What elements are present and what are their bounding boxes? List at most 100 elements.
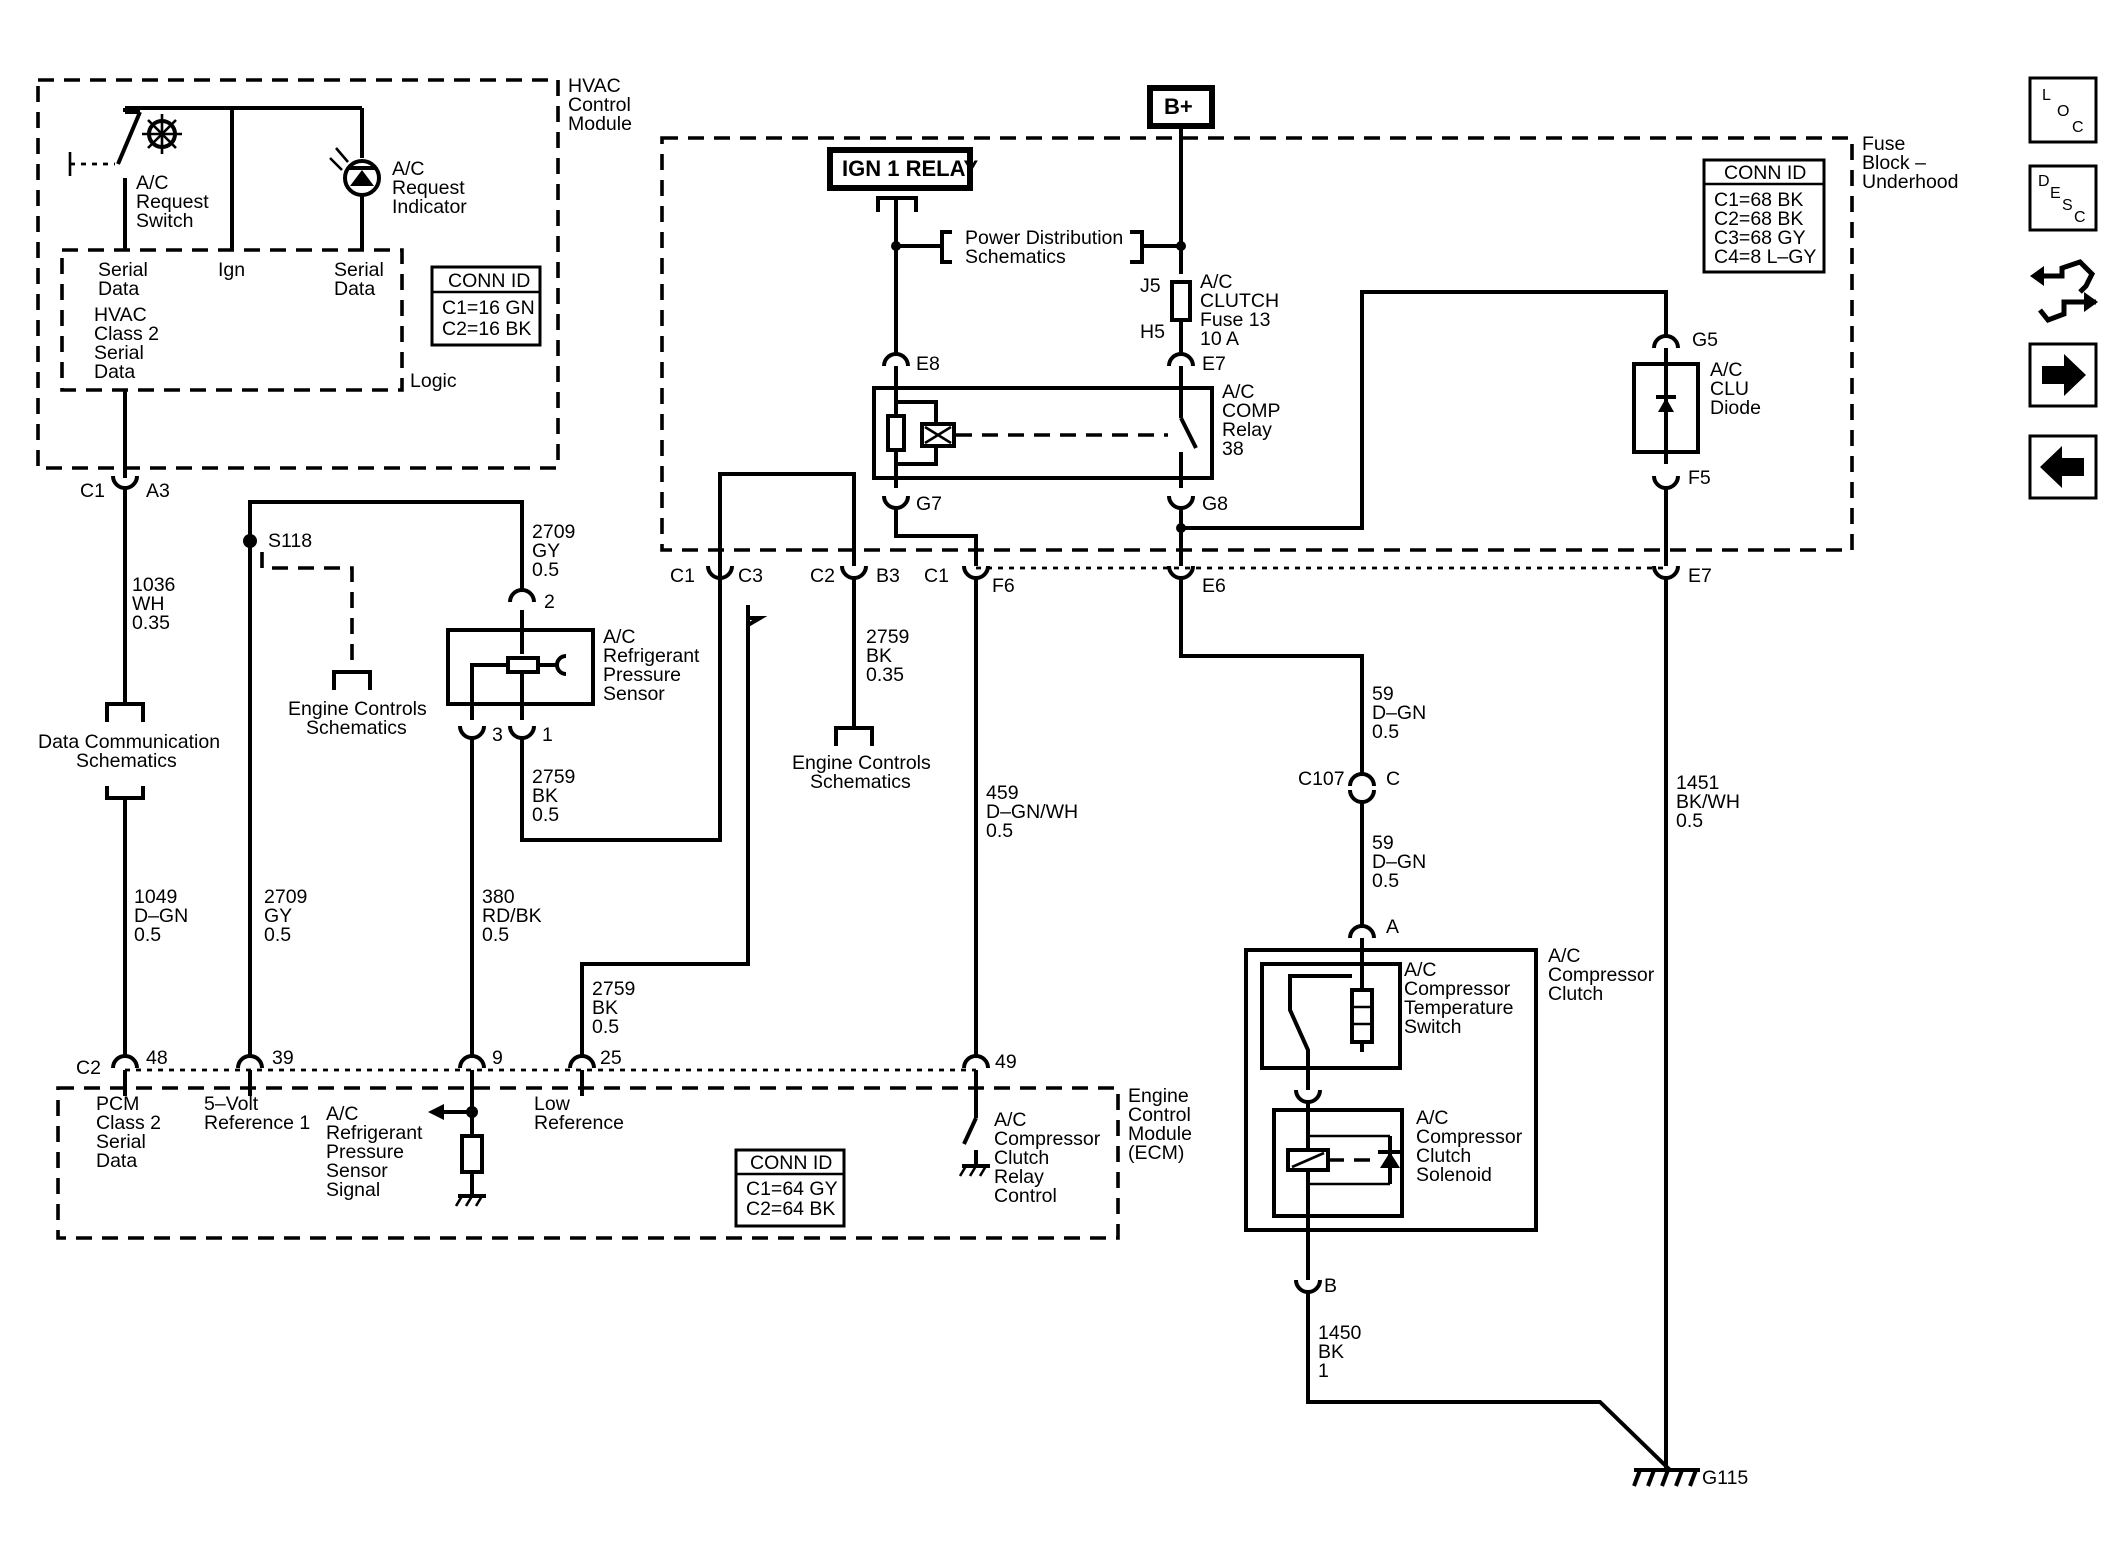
wire-2709-top-1: 2709 [532,521,575,543]
wire-2709-gy-3: 0.5 [264,924,291,946]
engine-controls-2b: Schematics [810,771,911,793]
nav-loc-o: O [2057,103,2069,120]
signal-label-2: Refrigerant [326,1122,423,1144]
ecm-pin-9: 9 [492,1047,503,1069]
fuse-label-4: 10 A [1200,328,1239,350]
diode-label-1: A/C [1710,359,1743,381]
power-dist-2: Schematics [965,246,1066,268]
nav-location-button[interactable]: L O C [2028,76,2098,144]
conn-c1-left: C1 [670,565,695,587]
wire-380-1: 380 [482,886,515,908]
ground-icon [454,1194,486,1207]
wire-59-b-1: 59 [1372,832,1394,854]
fuse-label-2: CLUTCH [1200,290,1279,312]
ecm-title-4: (ECM) [1128,1142,1184,1164]
clutch-relay-1: A/C [994,1109,1027,1131]
sensor-label-4: Sensor [603,683,665,705]
engine-controls-2a: Engine Controls [792,752,931,774]
wire-459-3: 0.5 [986,820,1013,842]
class2-label-2: Class 2 [94,323,159,345]
diode-label-2: CLU [1710,378,1749,400]
ecm-title-1: Engine [1128,1085,1189,1107]
wire-380-2: RD/BK [482,905,542,927]
pcm-label-1: PCM [96,1093,139,1115]
conn-e7: E7 [1688,565,1712,587]
sensor-label-3: Pressure [603,664,681,686]
wire-2709-gy-2: GY [264,905,292,927]
nav-description-button[interactable]: D E S C [2028,164,2098,232]
fuse-block-title-1: Fuse [1862,133,1905,155]
pcm-label-4: Data [96,1150,137,1172]
wire-59-b-2: D–GN [1372,851,1426,873]
next-arrow-icon[interactable] [2028,342,2098,408]
class2-label-3: Serial [94,342,144,364]
solenoid-1: A/C [1416,1107,1449,1129]
low-ref-2: Reference [534,1112,624,1134]
battery-label: B+ [1164,94,1193,119]
prev-arrow-icon[interactable] [2028,434,2098,500]
conn-c2: C2 [810,565,835,587]
wire-2759-b-3: 0.5 [592,1016,619,1038]
nav-desc-s: S [2062,197,2073,214]
wire-2759-c-1: 2759 [866,626,909,648]
nav-desc-d: D [2038,173,2050,190]
conn-c3: C3 [738,565,763,587]
conn-c107-pin: C [1386,768,1400,790]
conn-c1-mid: C1 [924,565,949,587]
temp-switch-1: A/C [1404,959,1437,981]
conn-a3: A3 [146,480,170,502]
ground-icon [958,1164,990,1177]
wire-2759-a-1: 2759 [532,766,575,788]
wire-1049-3: 0.5 [134,924,161,946]
fuse-j5: J5 [1140,275,1161,297]
class2-label-4: Data [94,361,135,383]
engine-controls-1b: Schematics [306,717,407,739]
wire-59-a-3: 0.5 [1372,721,1399,743]
pin-ign: Ign [218,259,245,281]
diode-label-3: Diode [1710,397,1761,419]
fuse-block-connectors: C1 C3 C2 B3 C1 F6 E6 E7 [670,472,1712,597]
temp-switch-4: Switch [1404,1016,1461,1038]
ecm-title-2: Control [1128,1104,1191,1126]
nav-loc-l: L [2042,87,2051,104]
pin-3: 3 [492,724,503,746]
fuse-block-title-2: Block – [1862,152,1926,174]
nav-desc-e: E [2050,185,2061,202]
pin-2: 2 [544,591,555,613]
fuse-block-title-3: Underhood [1862,171,1959,193]
wire-2759-c-3: 0.35 [866,664,904,686]
wire-2759-a-3: 0.5 [532,804,559,826]
wire-380-3: 0.5 [482,924,509,946]
pcm-label-3: Serial [96,1131,146,1153]
pin-serial-data-left-1: Serial [98,259,148,281]
conn-e7-top: E7 [1202,353,1226,375]
swap-icon[interactable] [2030,259,2098,323]
conn-e8: E8 [916,353,940,375]
ref-label-2: Reference 1 [204,1112,310,1134]
ecm-conn-c2: C2 [76,1057,101,1079]
ecm-conn-id: CONN ID C1=64 GY C2=64 BK [734,1148,846,1228]
indicator-label-3: Indicator [392,196,467,218]
pcm-label-2: Class 2 [96,1112,161,1134]
relay-label-4: 38 [1222,438,1244,460]
sensor-label-2: Refrigerant [603,645,700,667]
data-comm-1: Data Communication [38,731,220,753]
fuse-conn-row-2: C2=68 BK [1714,208,1803,230]
ecm-conn-row-1: C1=64 GY [746,1178,838,1200]
fuse-conn-id: CONN ID C1=68 BK C2=68 BK C3=68 GY C4=8 … [1702,158,1826,274]
ecm-title-3: Module [1128,1123,1192,1145]
wire-1450-2: BK [1318,1341,1344,1363]
fuse-label-3: Fuse 13 [1200,309,1270,331]
conn-g5: G5 [1692,329,1718,351]
signal-label-5: Signal [326,1179,380,1201]
nav-desc-c: C [2074,209,2086,226]
wire-1036-3: 0.35 [132,612,170,634]
switch-label-1: A/C [136,172,169,194]
ecm-pin-39: 39 [272,1047,294,1069]
fuse-conn-header: CONN ID [1724,162,1806,184]
pin-1: 1 [542,724,553,746]
ecm-pin-49: 49 [995,1051,1017,1073]
wire-2709-gy-1: 2709 [264,886,307,908]
ground-g115-icon [1632,1468,1700,1487]
